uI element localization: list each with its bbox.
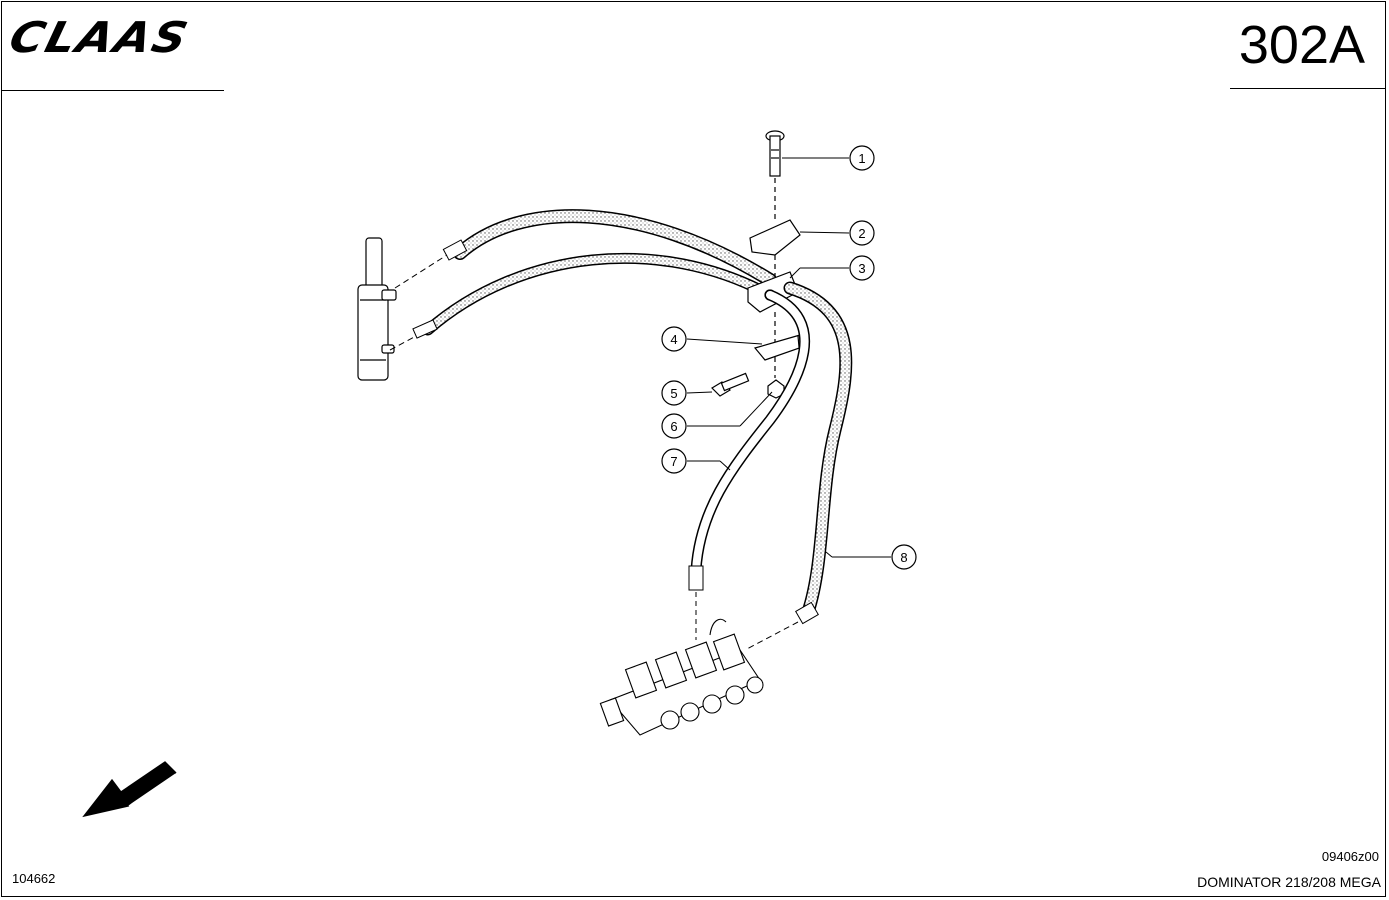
callout-8: 8 — [891, 544, 917, 570]
bolt — [765, 130, 785, 378]
drawing-number: 104662 — [12, 871, 56, 886]
hydraulic-line-7 — [688, 289, 811, 640]
callout-2: 2 — [849, 220, 875, 246]
page-number: 302A — [1238, 15, 1365, 75]
model-name: DOMINATOR 218/208 MEGA — [1197, 874, 1381, 890]
logo-area: CLAAS — [2, 2, 224, 91]
svg-text:1: 1 — [858, 151, 865, 166]
svg-text:8: 8 — [900, 550, 907, 565]
arrow-down-left-icon — [82, 761, 177, 818]
hydraulic-cylinder — [357, 237, 397, 381]
callout-3: 3 — [849, 255, 875, 281]
svg-text:2: 2 — [858, 226, 865, 241]
svg-text:3: 3 — [858, 261, 865, 276]
reference-code: 09406z00 — [1321, 849, 1379, 864]
callout-5: 5 — [661, 380, 687, 406]
svg-text:5: 5 — [670, 386, 677, 401]
upper-hose — [394, 209, 777, 289]
control-valve — [599, 618, 764, 736]
callout-4: 4 — [661, 326, 687, 352]
lower-hose — [389, 252, 776, 351]
callout-6: 6 — [661, 413, 687, 439]
callout-7: 7 — [661, 448, 687, 474]
svg-text:7: 7 — [670, 454, 677, 469]
page-number-area: 302A — [1230, 2, 1385, 89]
svg-text:6: 6 — [670, 419, 677, 434]
leader-lines — [686, 157, 891, 558]
hydraulic-hose-8 — [744, 281, 853, 651]
callout-1: 1 — [849, 145, 875, 171]
svg-text:4: 4 — [670, 332, 677, 347]
